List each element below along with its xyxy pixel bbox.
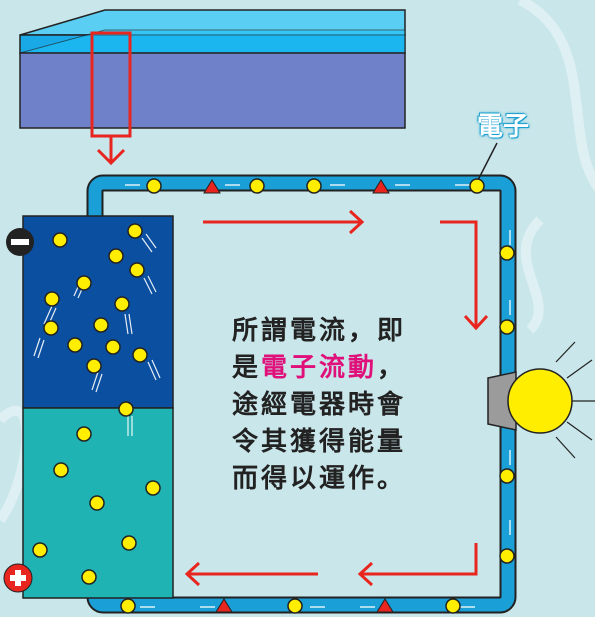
electron-icon bbox=[132, 347, 148, 363]
zoom-arrow-down-icon bbox=[96, 136, 126, 166]
electron-icon bbox=[146, 178, 162, 194]
electron-icon bbox=[127, 223, 143, 239]
electron-icon bbox=[499, 468, 515, 484]
electron-icon bbox=[108, 248, 124, 264]
wire-electrons bbox=[120, 178, 515, 614]
description-text: 所謂電流，即 是電子流動， 途經電器時會 令其獲得能量 而得以運作。 bbox=[232, 313, 462, 498]
electron-icon bbox=[445, 598, 461, 614]
electron-icon bbox=[129, 262, 145, 278]
electron-icon bbox=[44, 291, 60, 307]
electron-icon bbox=[81, 569, 97, 585]
battery bbox=[22, 215, 174, 599]
electron-icon bbox=[499, 548, 515, 564]
electron-icon bbox=[306, 178, 322, 194]
electron-icon bbox=[32, 542, 48, 558]
electron-icon bbox=[43, 320, 59, 336]
electron-icon bbox=[93, 317, 109, 333]
electron-icon bbox=[118, 401, 134, 417]
highlight-text: 電子流動 bbox=[261, 353, 378, 383]
arrow-right-icon bbox=[203, 209, 365, 235]
minus-icon bbox=[6, 228, 34, 256]
battery-top-electrons bbox=[33, 223, 161, 436]
electron-icon bbox=[499, 245, 515, 261]
description-line-3: 途經電器時會 bbox=[232, 390, 407, 420]
electron-icon bbox=[249, 178, 265, 194]
wire-direction-markers bbox=[203, 179, 394, 613]
electron-icon bbox=[76, 275, 92, 291]
electron-icon bbox=[287, 598, 303, 614]
arrow-left-icon bbox=[184, 561, 318, 587]
electron-icon bbox=[53, 462, 69, 478]
material-slab bbox=[19, 9, 406, 129]
electron-label: 電子 bbox=[477, 112, 530, 142]
description-line-2: 是電子流動， bbox=[232, 353, 407, 383]
electron-icon bbox=[114, 296, 130, 312]
electron-icon bbox=[499, 319, 515, 335]
description-line-1: 所謂電流，即 bbox=[232, 316, 407, 346]
electron-icon bbox=[52, 232, 68, 248]
electron-icon bbox=[145, 480, 161, 496]
arrow-down-icon bbox=[440, 220, 489, 331]
electron-icon bbox=[86, 358, 102, 374]
arrow-left-icon bbox=[357, 543, 478, 587]
electron-icon bbox=[121, 535, 137, 551]
lightbulb-icon bbox=[487, 341, 595, 459]
plus-icon bbox=[3, 563, 33, 593]
electron-icon bbox=[120, 598, 136, 614]
battery-bottom-electrons bbox=[32, 426, 161, 585]
electron-icon bbox=[67, 337, 83, 353]
electron-icon bbox=[76, 426, 92, 442]
electron-icon bbox=[105, 339, 121, 355]
electron-icon bbox=[89, 495, 105, 511]
flow-arrows bbox=[184, 209, 489, 587]
electron-icon bbox=[469, 178, 485, 194]
description-line-4: 令其獲得能量 bbox=[232, 427, 407, 457]
description-line-5: 而得以運作。 bbox=[232, 464, 407, 494]
electron-label-pointer bbox=[477, 142, 498, 181]
